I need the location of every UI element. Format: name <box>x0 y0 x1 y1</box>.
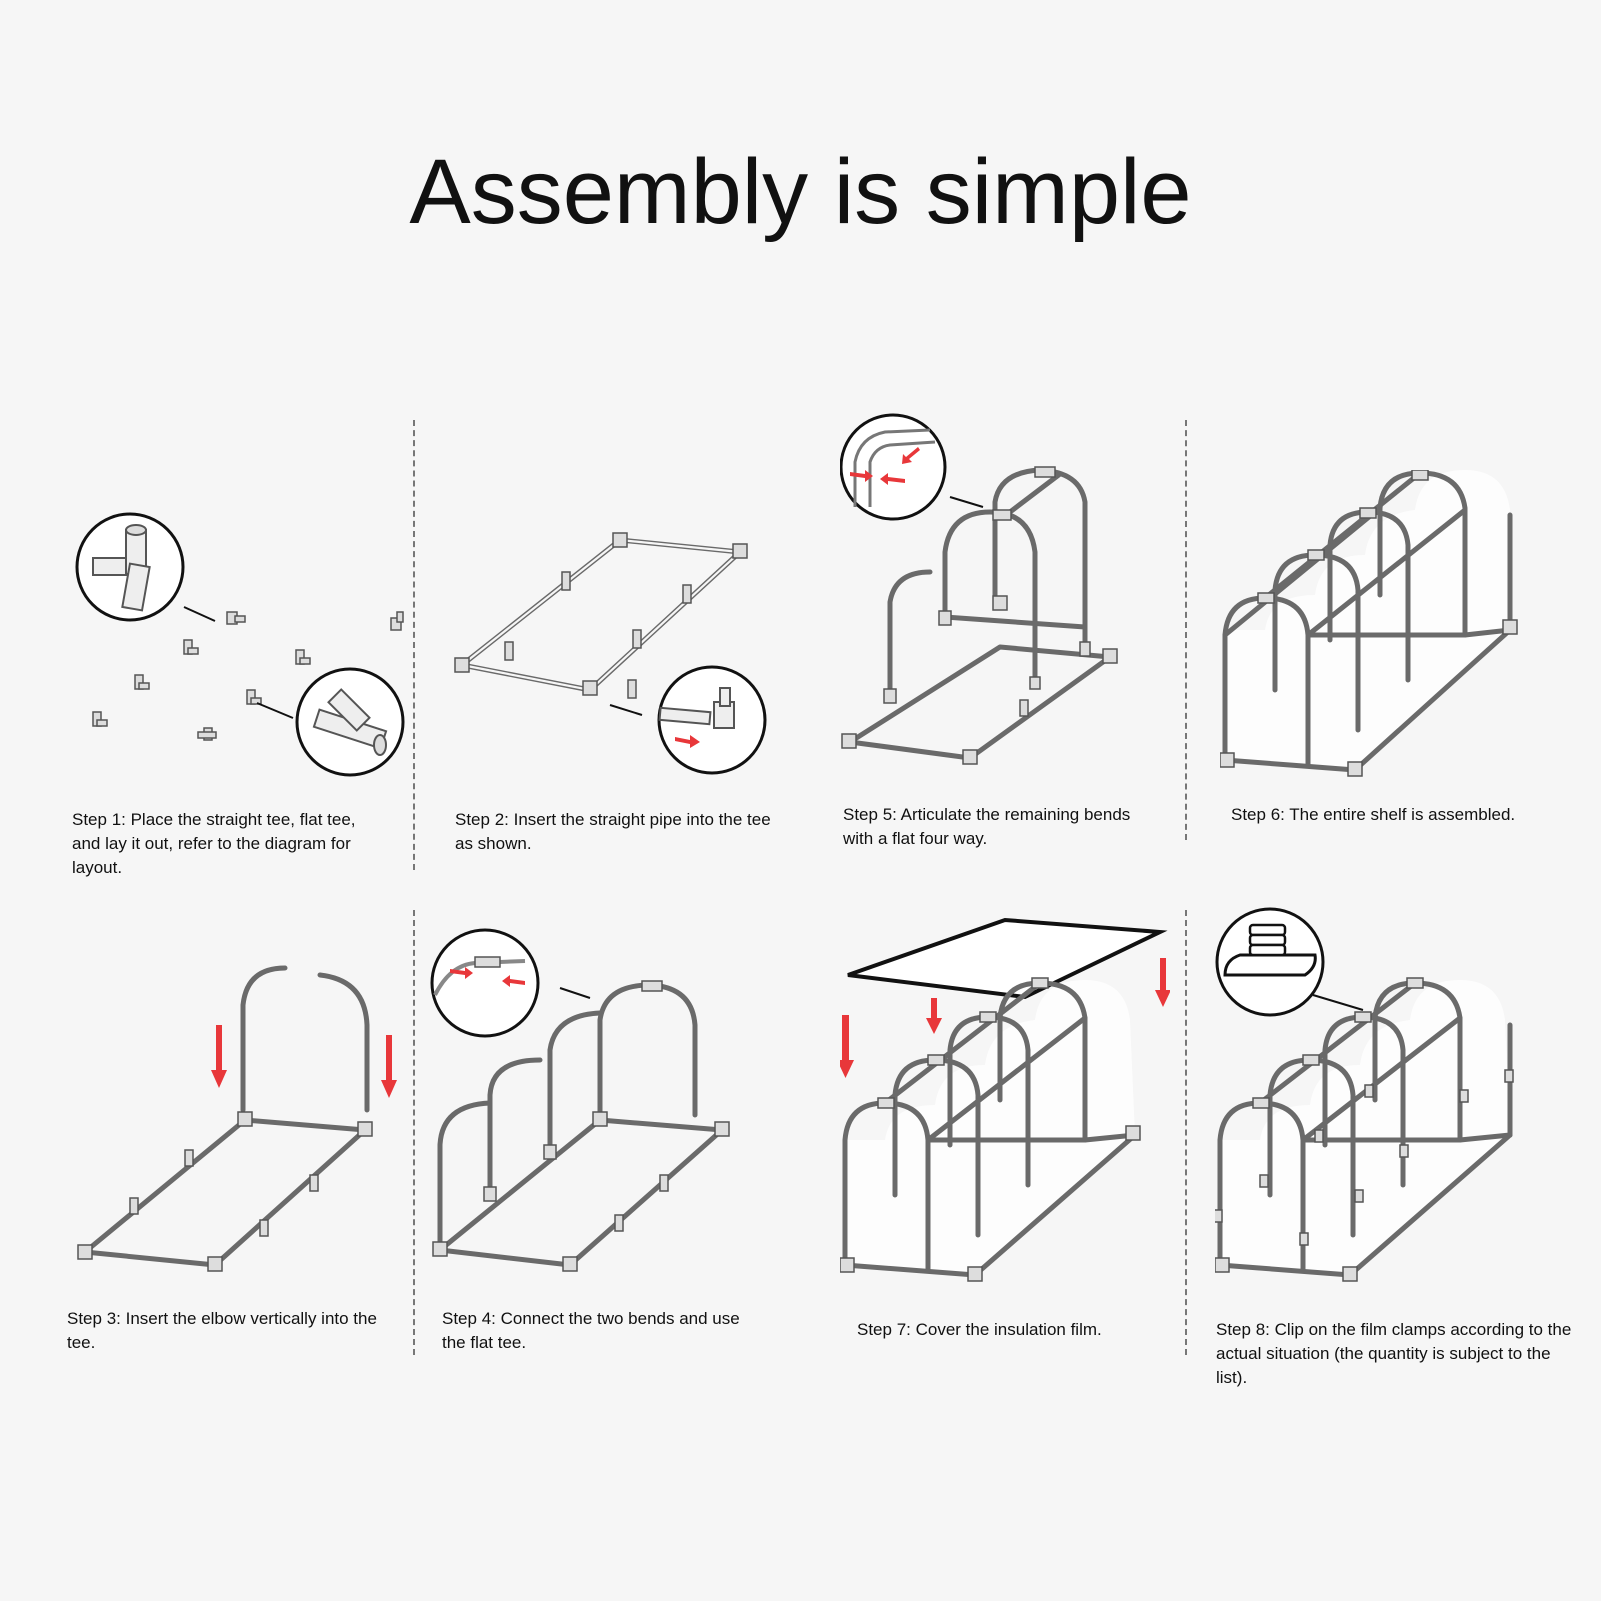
step-7-text: Step 7: Cover the insulation film. <box>857 1320 1102 1339</box>
step5-illustration <box>839 412 1170 782</box>
assembled-frame-with-clamps <box>1213 977 1514 1282</box>
step-8-text: Step 8: Clip on the film clamps accordin… <box>1216 1320 1572 1387</box>
base-frame <box>454 532 748 699</box>
pipe-insert-icon <box>658 687 735 748</box>
step2-illustration <box>450 530 770 790</box>
step-6-text: Step 6: The entire shelf is assembled. <box>1231 805 1516 824</box>
step7-illustration <box>837 910 1171 1285</box>
down-arrow-icon <box>837 1015 854 1078</box>
step6-illustration <box>1219 469 1530 780</box>
assembled-frame <box>839 977 1141 1282</box>
base-frame <box>77 1111 373 1272</box>
flat-tee-icon <box>312 688 388 756</box>
down-arrow-icon <box>211 1025 227 1088</box>
divider <box>413 420 415 870</box>
zoom-circle <box>430 928 540 1038</box>
insulation-film <box>847 917 1168 1000</box>
flat-tee-zoom-icon <box>433 956 526 996</box>
four-way-zoom-icon <box>850 428 936 507</box>
assembled-frame <box>1219 469 1518 777</box>
partial-frame <box>432 980 730 1272</box>
partial-frame <box>841 466 1118 765</box>
step8-illustration <box>1213 905 1545 1285</box>
down-arrow-icon <box>381 1035 397 1098</box>
step3-illustration <box>75 960 405 1280</box>
step-2-text: Step 2: Insert the straight pipe into th… <box>455 810 771 853</box>
divider <box>413 910 415 1355</box>
step-3-text: Step 3: Insert the elbow vertically into… <box>67 1309 377 1352</box>
down-arrow-icon <box>926 998 942 1034</box>
film-clamp-icon <box>1223 923 1317 977</box>
step1-illustration <box>60 500 420 800</box>
down-arrow-icon <box>1155 958 1171 1007</box>
elbow-pipes <box>240 965 370 1113</box>
step-5-text: Step 5: Articulate the remaining bends w… <box>843 805 1131 848</box>
step4-illustration <box>430 925 760 1280</box>
step-4-text: Step 4: Connect the two bends and use th… <box>442 1309 740 1352</box>
divider <box>1185 420 1187 840</box>
tee-fitting-icon <box>92 524 151 612</box>
step-1-text: Step 1: Place the straight tee, flat tee… <box>72 810 356 877</box>
divider <box>1185 910 1187 1355</box>
page-title: Assembly is simple <box>409 141 1192 243</box>
